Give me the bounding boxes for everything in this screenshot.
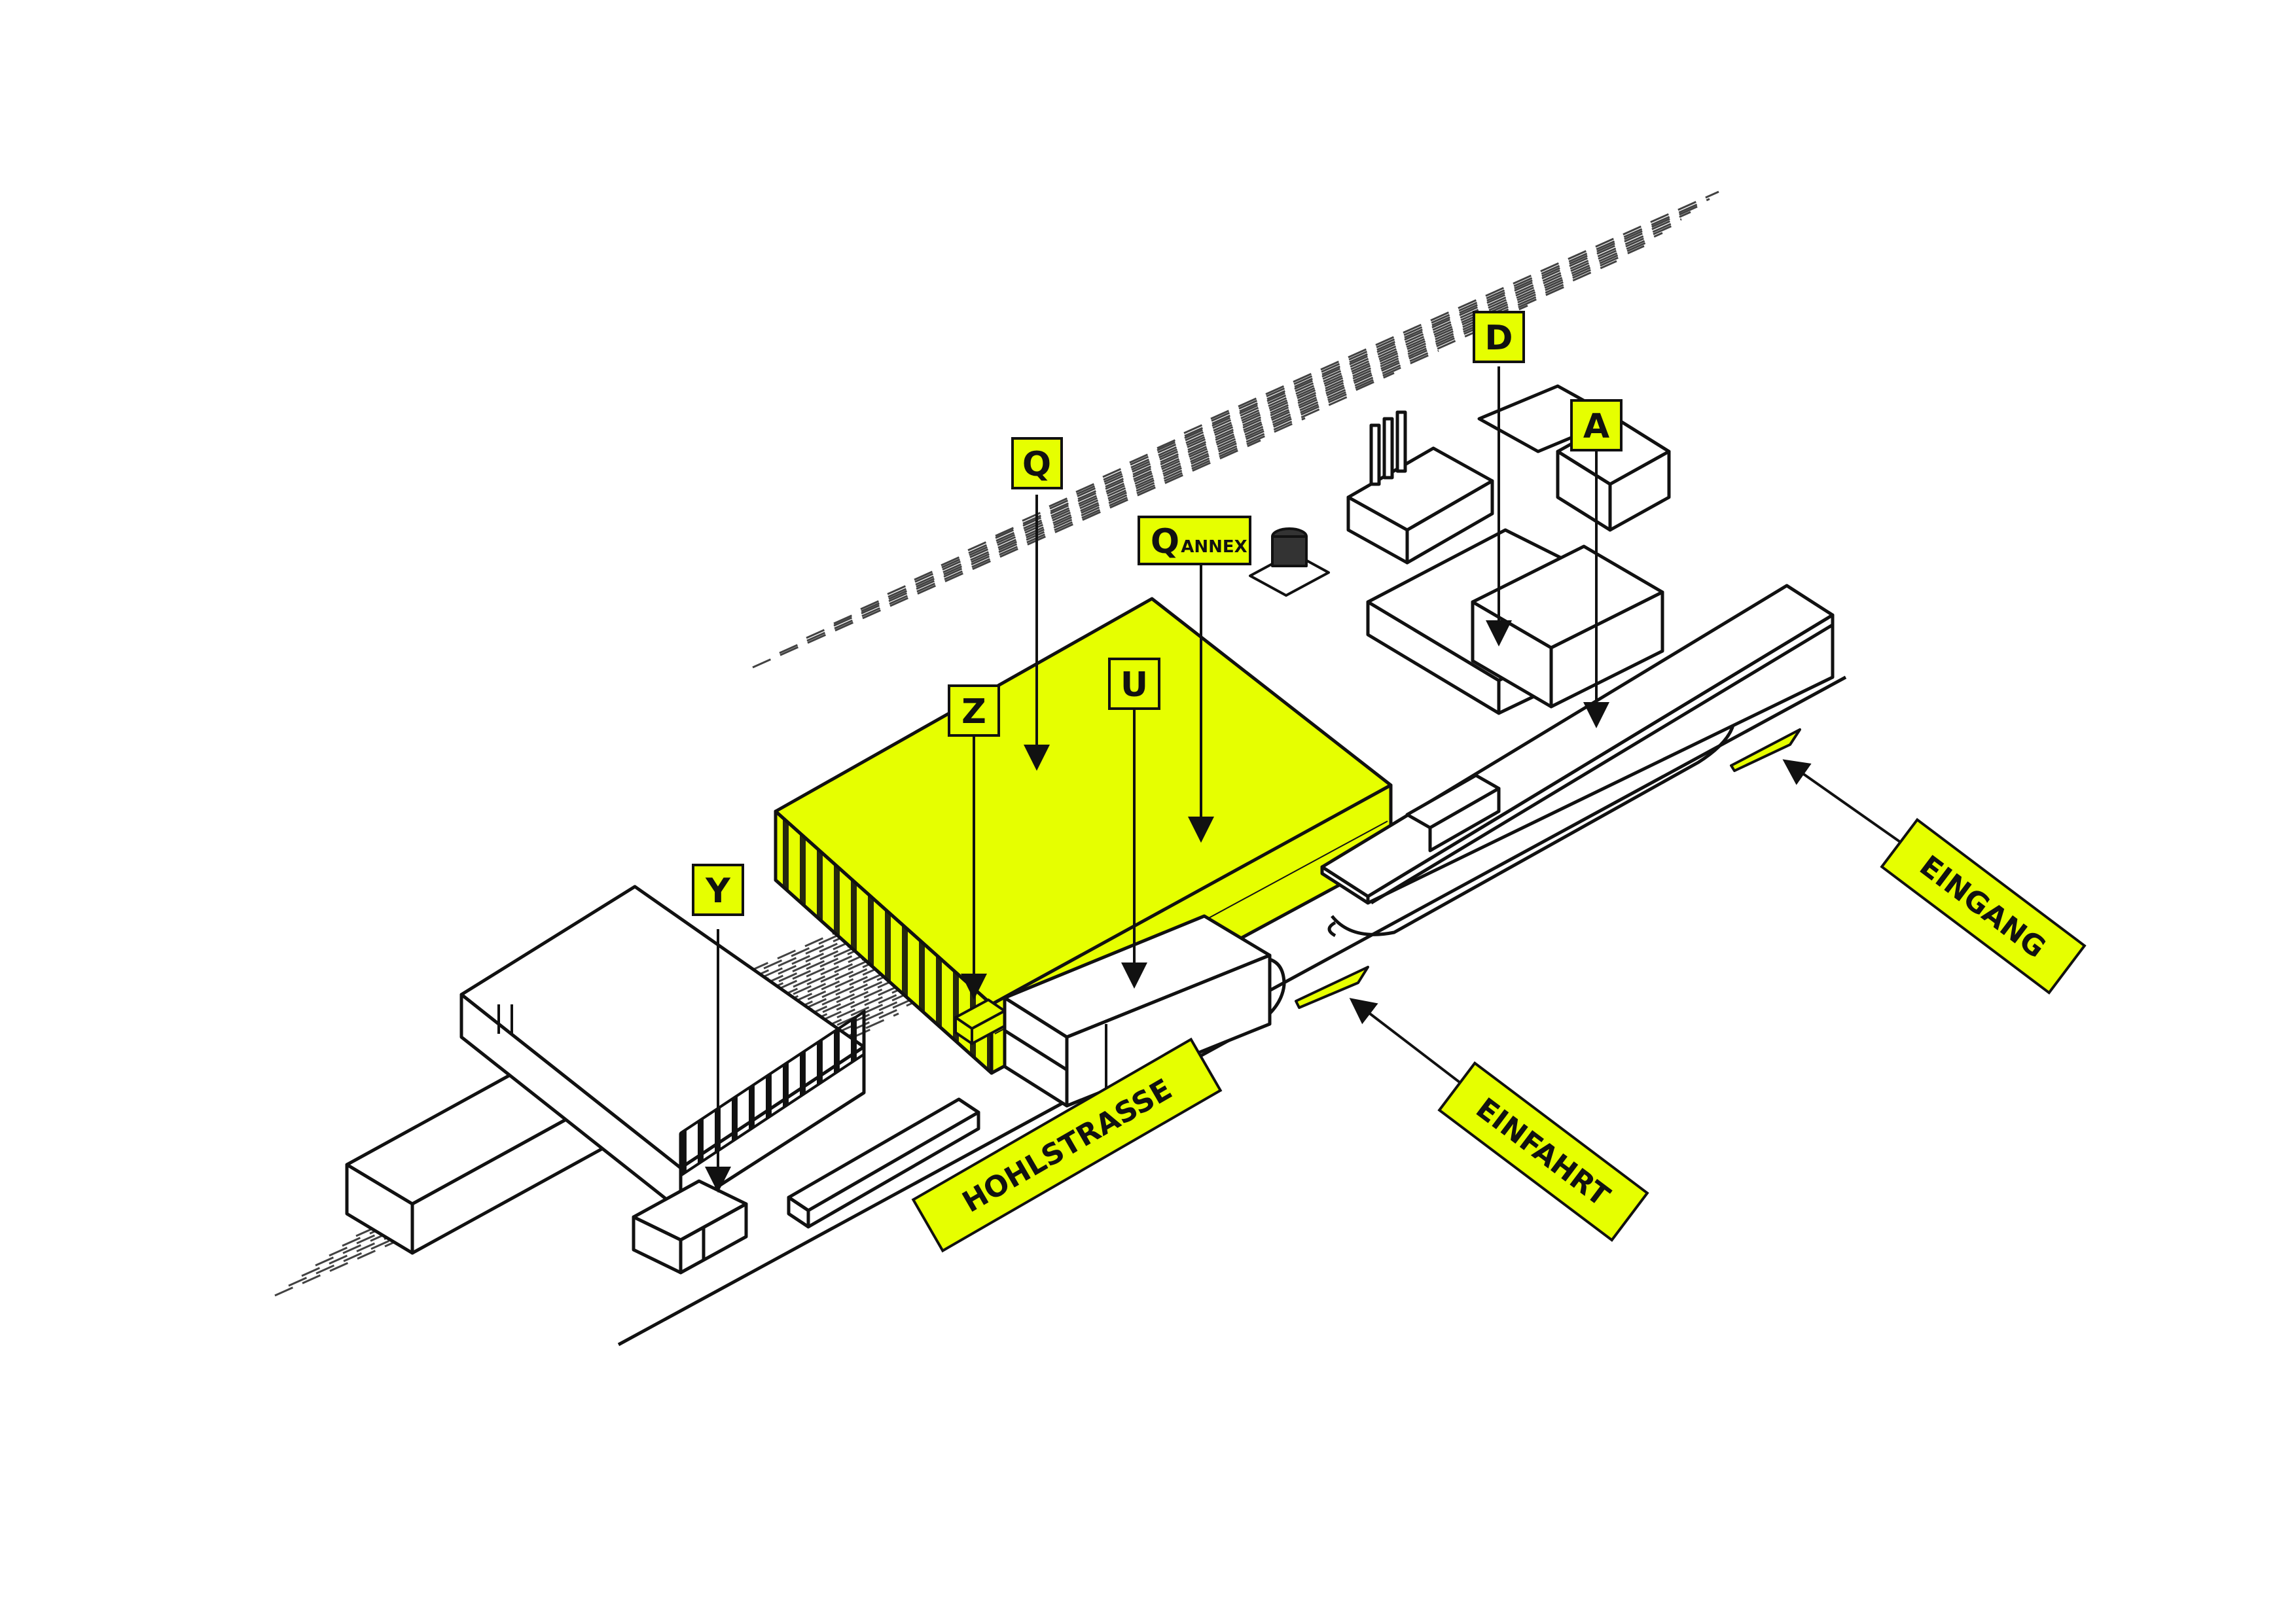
hatch-line: [1157, 204, 1700, 450]
hatch-line: [860, 349, 1439, 610]
tag-u: U: [1108, 658, 1160, 710]
tag-a: A: [1570, 399, 1623, 451]
tag-q: Q: [1011, 437, 1063, 489]
tag-z-label: Z: [961, 692, 986, 732]
building-slim-bar: [787, 1097, 980, 1229]
tag-y-label: Y: [705, 872, 731, 911]
tag-d: D: [1473, 311, 1525, 363]
einfahrt-triangle: [1295, 966, 1369, 1009]
hatch-line: [914, 304, 1528, 581]
tag-u-label: U: [1121, 665, 1148, 705]
hatch-line: [752, 439, 1261, 669]
tag-q-annex-label: Q: [1151, 522, 1179, 561]
tag-eingang: EINGANG: [1880, 817, 2087, 995]
hatch-line: [779, 417, 1306, 654]
building-z: [954, 998, 1006, 1045]
tag-q-annex-sub: ANNEX: [1181, 537, 1247, 557]
building-chimneys: [1346, 410, 1494, 565]
tag-d-label: D: [1484, 319, 1513, 358]
hatch-line: [941, 282, 1573, 567]
building-tank: [1249, 527, 1330, 597]
hatch-line: [1102, 218, 1682, 478]
hatch-line: [887, 327, 1484, 595]
tag-y: Y: [692, 864, 744, 916]
hatch-line: [806, 395, 1350, 639]
hatch-line: [1183, 198, 1710, 434]
einfahrt-cut: [1327, 921, 1336, 938]
hatch-line: [1075, 224, 1673, 493]
entry-markers: [1295, 728, 1801, 1009]
building-y: [632, 1179, 748, 1275]
tag-einfahrt: EINFAHRT: [1437, 1061, 1649, 1243]
hatch-line: [1210, 190, 1719, 420]
eingang-triangle: [1730, 728, 1801, 772]
tag-a-label: A: [1583, 407, 1609, 446]
hatch-line: [833, 372, 1395, 625]
hatch-line: [329, 966, 977, 1257]
hatch-line: [1022, 238, 1654, 522]
tag-q-label: Q: [1022, 445, 1051, 484]
hatch-line: [1049, 232, 1663, 508]
building-row-right: [1320, 584, 1835, 905]
tag-z: Z: [948, 684, 1000, 737]
tag-q-annex: Q ANNEX: [1138, 516, 1251, 565]
hatch-line: [1129, 211, 1691, 464]
